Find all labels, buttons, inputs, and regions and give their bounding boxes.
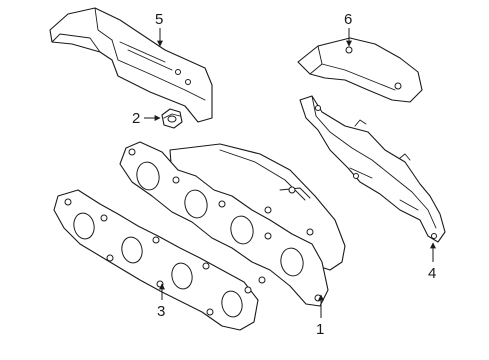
callout-2: 2	[132, 110, 140, 127]
gasket	[53, 189, 259, 331]
small-heat-shield	[297, 37, 423, 103]
callout-3: 3	[157, 303, 165, 320]
upper-heat-shield	[49, 7, 213, 123]
nut	[161, 108, 183, 129]
exhaust-manifold	[119, 141, 346, 307]
lower-heat-shield	[299, 95, 446, 243]
callout-4: 4	[428, 265, 436, 282]
callout-1: 1	[316, 321, 324, 338]
callout-5: 5	[155, 11, 163, 28]
callout-6: 6	[344, 11, 352, 28]
